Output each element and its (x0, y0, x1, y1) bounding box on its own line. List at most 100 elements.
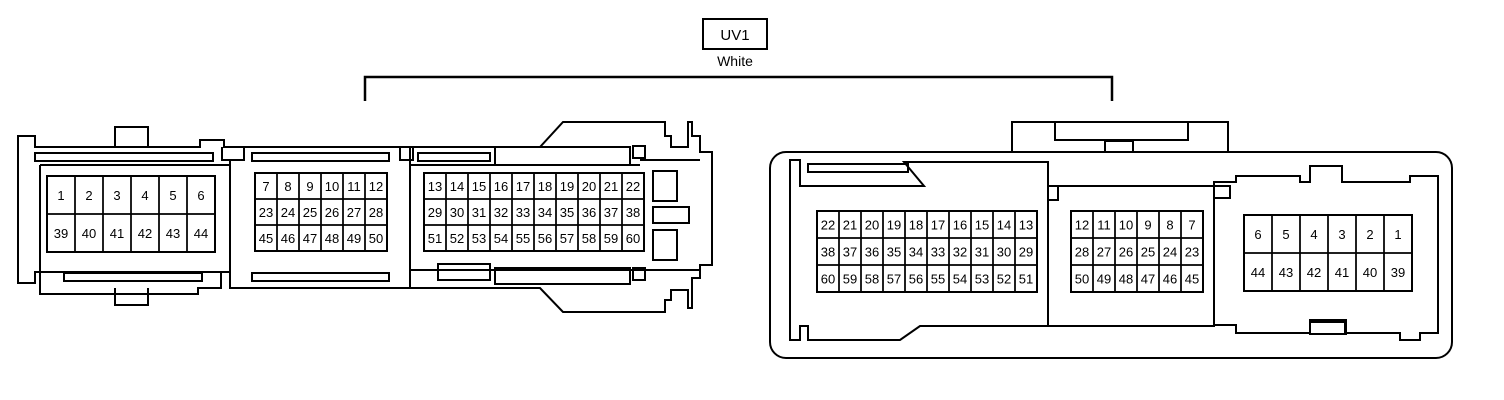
right-top-latch (1011, 121, 1229, 152)
pin-number: 26 (1119, 245, 1133, 260)
pin-number: 36 (582, 205, 596, 220)
pin-number: 22 (626, 179, 640, 194)
pin-number: 21 (604, 179, 618, 194)
pin-number: 47 (303, 231, 317, 246)
pin-cell (621, 224, 645, 252)
pin-number: 30 (450, 205, 464, 220)
pin-number: 50 (369, 231, 383, 246)
pin-number: 5 (1282, 227, 1289, 242)
pin-number: 38 (821, 245, 835, 260)
pin-number: 26 (325, 205, 339, 220)
pin-number: 53 (472, 231, 486, 246)
pin-number: 5 (169, 188, 176, 203)
pin-number: 29 (428, 205, 442, 220)
pin-number: 18 (538, 179, 552, 194)
pin-number: 48 (325, 231, 339, 246)
pin-number: 46 (281, 231, 295, 246)
pin-number: 2 (1366, 227, 1373, 242)
pin-number: 43 (1279, 265, 1293, 280)
left-slot (34, 152, 214, 162)
pin-number: 2 (85, 188, 92, 203)
left-slot (63, 272, 203, 282)
pin-number: 54 (953, 272, 967, 287)
left-slot (494, 267, 631, 285)
pin-number: 29 (1019, 245, 1033, 260)
pin-number: 7 (262, 179, 269, 194)
connector-color-label: White (717, 53, 753, 69)
pin-number: 58 (865, 272, 879, 287)
pin-number: 12 (369, 179, 383, 194)
pin-number: 51 (428, 231, 442, 246)
pin-number: 32 (494, 205, 508, 220)
pin-number: 40 (82, 226, 96, 241)
pin-number: 17 (516, 179, 530, 194)
pin-number: 16 (953, 218, 967, 233)
pin-number: 49 (1097, 272, 1111, 287)
left-connector-body (17, 121, 713, 313)
left-slot (437, 263, 491, 281)
pin-number: 23 (259, 205, 273, 220)
pin-number: 22 (821, 218, 835, 233)
pin-number: 45 (259, 231, 273, 246)
pin-number: 28 (1075, 245, 1089, 260)
pin-number: 33 (931, 245, 945, 260)
pin-number: 3 (113, 188, 120, 203)
pin-number: 31 (472, 205, 486, 220)
pin-number: 12 (1075, 218, 1089, 233)
pin-number: 56 (909, 272, 923, 287)
pin-number: 56 (538, 231, 552, 246)
connector-bracket (363, 75, 1114, 101)
pin-number: 10 (1119, 218, 1133, 233)
pin-number: 51 (1019, 272, 1033, 287)
pin-number: 52 (997, 272, 1011, 287)
right-inner-frame (789, 159, 1439, 341)
pin-number: 1 (1394, 227, 1401, 242)
pin-cell (1014, 264, 1038, 293)
pin-number: 35 (887, 245, 901, 260)
pin-number: 48 (1119, 272, 1133, 287)
pin-number: 37 (843, 245, 857, 260)
right-slot (807, 163, 909, 173)
pin-number: 25 (303, 205, 317, 220)
pin-number: 28 (369, 205, 383, 220)
pin-number: 8 (284, 179, 291, 194)
pin-number: 39 (54, 226, 68, 241)
left-slot (417, 152, 491, 162)
left-slot (251, 272, 390, 282)
pin-number: 59 (604, 231, 618, 246)
pin-number: 23 (1185, 245, 1199, 260)
pin-number: 27 (1097, 245, 1111, 260)
pin-number: 6 (1254, 227, 1261, 242)
pin-number: 30 (997, 245, 1011, 260)
pin-number: 52 (450, 231, 464, 246)
left-end-window (652, 229, 678, 261)
pin-number: 38 (626, 205, 640, 220)
pin-number: 4 (141, 188, 148, 203)
pin-number: 57 (887, 272, 901, 287)
pin-number: 60 (626, 231, 640, 246)
pin-number: 10 (325, 179, 339, 194)
pin-number: 25 (1141, 245, 1155, 260)
connector-code: UV1 (720, 27, 749, 44)
pin-number: 19 (560, 179, 574, 194)
pin-number: 34 (538, 205, 552, 220)
pin-number: 13 (1019, 218, 1033, 233)
pin-number: 50 (1075, 272, 1089, 287)
pin-number: 35 (560, 205, 574, 220)
pin-number: 42 (1307, 265, 1321, 280)
pin-number: 13 (428, 179, 442, 194)
pin-number: 3 (1338, 227, 1345, 242)
pin-cell (364, 224, 388, 252)
pin-number: 8 (1166, 218, 1173, 233)
pin-cell (1383, 252, 1413, 292)
pin-number: 41 (1335, 265, 1349, 280)
pin-number: 21 (843, 218, 857, 233)
left-end-window (652, 170, 678, 202)
left-bottom-latch (114, 288, 149, 306)
